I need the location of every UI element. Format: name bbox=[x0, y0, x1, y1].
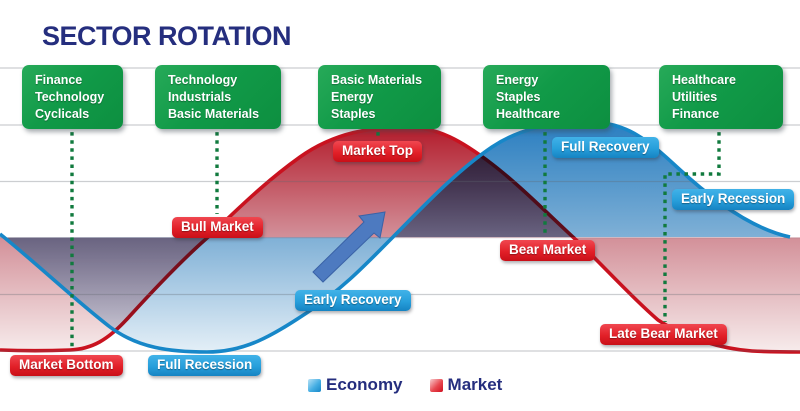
sector-line: Technology bbox=[35, 90, 105, 104]
connector-line-elbow bbox=[663, 124, 721, 322]
sector-line: Staples bbox=[331, 107, 376, 121]
sector-line: Industrials bbox=[168, 90, 232, 104]
sector-line: Staples bbox=[496, 90, 541, 104]
uptrend-arrow-icon bbox=[312, 211, 386, 283]
sector-box-bull-market: Technology Industrials Basic Materials bbox=[155, 65, 281, 129]
label-full-recession: Full Recession bbox=[148, 355, 262, 376]
legend-market-label: Market bbox=[447, 375, 503, 394]
label-early-recovery: Early Recovery bbox=[295, 290, 411, 311]
sector-box-market-bottom: Finance Technology Cyclicals bbox=[22, 65, 123, 129]
sector-line: Energy bbox=[331, 90, 374, 104]
sector-line: Healthcare bbox=[496, 107, 560, 121]
label-market-top: Market Top bbox=[333, 141, 423, 162]
legend: Economy Market bbox=[308, 375, 502, 395]
legend-economy-label: Economy bbox=[326, 375, 403, 394]
sector-box-recession: Healthcare Utilities Finance bbox=[659, 65, 783, 129]
label-bear-market: Bear Market bbox=[500, 240, 596, 261]
market-swatch-icon bbox=[429, 378, 443, 392]
sector-line: Basic Materials bbox=[331, 73, 423, 87]
sector-line: Finance bbox=[35, 73, 83, 87]
label-full-recovery: Full Recovery bbox=[552, 137, 659, 158]
sector-line: Basic Materials bbox=[168, 107, 260, 121]
page-title: SECTOR ROTATION bbox=[42, 21, 292, 51]
label-late-bear-market: Late Bear Market bbox=[600, 324, 727, 345]
sector-line: Finance bbox=[672, 107, 720, 121]
label-early-recession: Early Recession bbox=[672, 189, 795, 210]
sector-line: Energy bbox=[496, 73, 539, 87]
sector-line: Cyclicals bbox=[35, 107, 90, 121]
sector-box-market-top: Basic Materials Energy Staples bbox=[318, 65, 441, 129]
economy-swatch-icon bbox=[308, 378, 321, 392]
sector-line: Technology bbox=[168, 73, 238, 87]
sector-line: Utilities bbox=[672, 90, 718, 104]
sector-line: Healthcare bbox=[672, 73, 736, 87]
label-market-bottom: Market Bottom bbox=[10, 355, 123, 376]
label-bull-market: Bull Market bbox=[172, 217, 263, 238]
sector-box-bear-market: Energy Staples Healthcare bbox=[483, 65, 610, 129]
